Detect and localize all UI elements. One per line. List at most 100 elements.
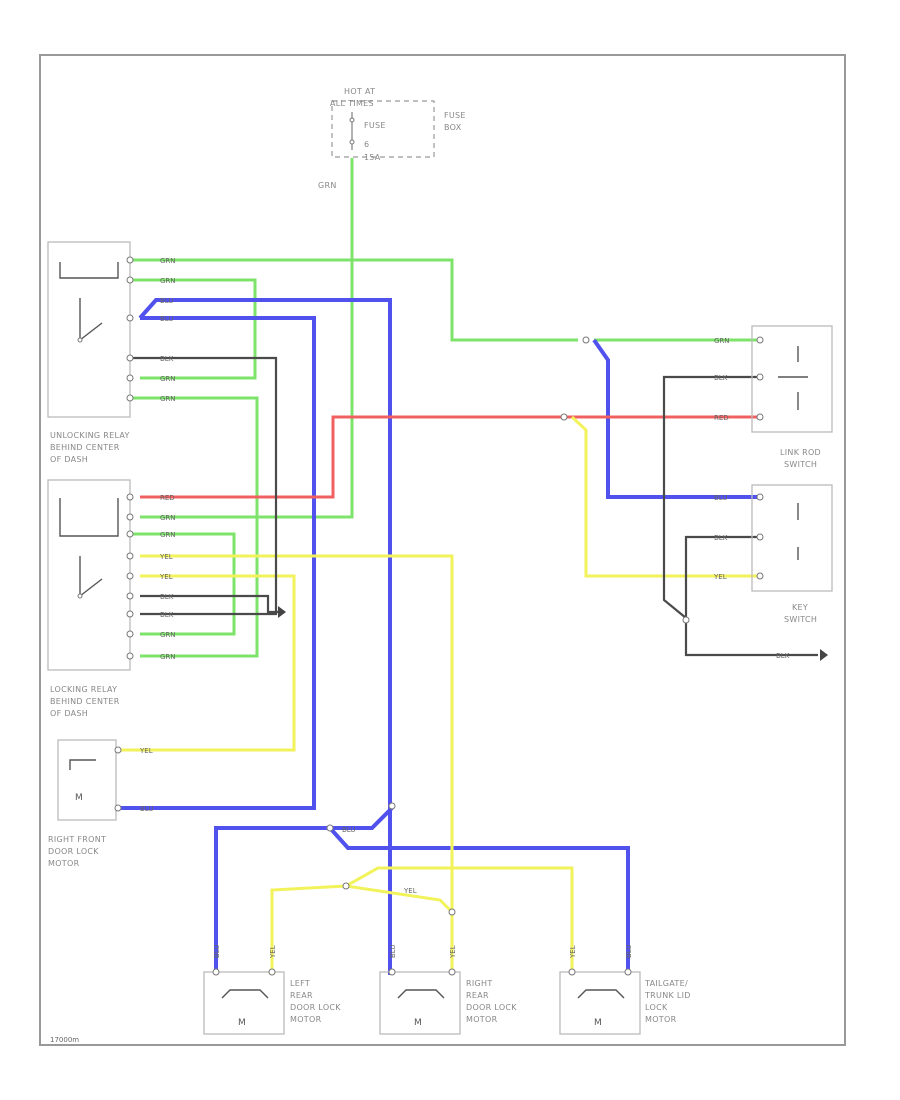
right-rear-motor-label-4: MOTOR [466,1015,498,1024]
wire-grn-lock-loop [130,532,236,636]
wire-label-blu: BLU [213,945,221,958]
unlocking-relay [47,241,134,418]
right-front-motor-symbol: M [75,793,83,803]
right-front-motor-label-3: MOTOR [48,859,80,868]
tailgate-motor-label-2: TRUNK LID [644,991,691,1000]
wire-blk-key-switch [684,535,818,657]
diagram-frame [39,54,846,1046]
wire-grn-unlock-loop-2 [130,396,259,658]
unlocking-relay-label-3: OF DASH [50,455,88,464]
left-rear-door-lock-motor [203,968,285,1035]
all-times-label: ALL TIMES [330,99,374,108]
key-switch-label-2: SWITCH [784,615,817,624]
left-rear-motor-symbol: M [238,1018,246,1028]
hot-at-label: HOT AT [344,87,375,96]
locking-relay-label-1: LOCKING RELAY [50,685,117,694]
wire-yel-lock-relay-1 [140,554,454,975]
wire-label-yel: YEL [159,573,173,581]
left-rear-motor-label-1: LEFT [290,979,310,988]
wire-label-grn: GRN [160,653,176,661]
unlocking-relay-label-1: UNLOCKING RELAY [50,431,130,440]
right-front-motor-label-2: DOOR LOCK [48,847,99,856]
left-rear-motor-label-2: REAR [290,991,313,1000]
key-switch-label-1: KEY [792,603,808,612]
wire-label-blu: BLU [160,315,173,323]
right-rear-motor-label-3: DOOR LOCK [466,1003,517,1012]
connector-markers [326,336,690,916]
left-rear-motor-label-3: DOOR LOCK [290,1003,341,1012]
tailgate-motor-label-4: MOTOR [645,1015,677,1024]
wire-blu-unlock-main [138,298,392,975]
wire-label-red: RED [714,414,729,422]
wire-label-grn: GRN [160,531,176,539]
locking-relay-label-3: OF DASH [50,709,88,718]
tailgate-motor-label-3: LOCK [645,1003,668,1012]
wire-label-yel: YEL [159,553,173,561]
unlocking-relay-label-2: BEHIND CENTER [50,443,120,452]
wire-grn-fuse-feed [140,158,354,519]
right-front-motor-label-1: RIGHT FRONT [48,835,106,844]
wire-blk-lock-ground [140,594,278,614]
wire-label-yel: YEL [713,573,727,581]
wire-label-blk: BLK [160,611,174,619]
wire-yel-lock-relay-2 [118,574,296,752]
right-rear-motor-label-2: REAR [466,991,489,1000]
wire-blk-unlock-relay [130,356,278,616]
key-switch [751,484,833,592]
right-front-door-lock-motor [57,739,122,821]
wire-label-red: RED [160,494,175,502]
fuse-number: 6 [364,140,369,149]
ground-symbol-key-switch [820,649,828,661]
wire-label-blu: BLU [714,494,727,502]
tailgate-motor-symbol: M [594,1018,602,1028]
wire-label-blk: BLK [714,374,728,382]
wire-label-yel: YEL [139,747,153,755]
wire-blu-unlock-2 [118,316,316,810]
wire-yel-key-switch [570,415,757,578]
wire-label-yel: YEL [569,945,577,959]
left-rear-motor-label-4: MOTOR [290,1015,322,1024]
wire-label-blk: BLK [160,593,174,601]
wire-label-blu: BLU [625,945,633,958]
tailgate-trunk-lid-lock-motor [559,968,641,1035]
wire-yel-rear-branch [345,884,454,914]
wire-blu-left-rear [214,826,330,975]
wire-blk-switch-loop [662,375,757,619]
figure-number: 17000m [50,1036,79,1044]
wire-label-blk: BLK [714,534,728,542]
wire-red-lock-relay [140,415,757,499]
wire-label-blu: BLU [140,805,153,813]
link-rod-switch [751,325,833,433]
grn-vertical-label: GRN [318,181,337,190]
wire-label-blk: BLK [776,652,790,660]
wire-label-grn: GRN [160,631,176,639]
ground-symbol-lock-relay [278,606,286,618]
locking-relay [47,479,134,671]
wire-label-grn: GRN [160,375,176,383]
wire-label-blk: BLK [160,355,174,363]
fuse-box-label-2: BOX [444,123,462,132]
wire-label-blu: BLU [160,297,173,305]
right-rear-motor-label-1: RIGHT [466,979,493,988]
link-rod-switch-label-1: LINK ROD [780,448,821,457]
locking-relay-label-2: BEHIND CENTER [50,697,120,706]
wire-label-grn: GRN [160,514,176,522]
right-rear-motor-symbol: M [414,1018,422,1028]
wire-label-yel: YEL [449,945,457,959]
wire-label-yel: YEL [269,945,277,959]
fuse-amp: 15A [364,153,381,162]
fuse-label: FUSE [364,121,386,130]
wire-grn-unlock-loop-1 [130,278,257,380]
wire-label-grn: GRN [160,257,176,265]
wire-label-blu: BLU [389,945,397,958]
tailgate-motor-label-1: TAILGATE/ [644,979,688,988]
fuse-box: HOT AT ALL TIMES FUSE 6 15A FUSE BOX [330,87,465,162]
wire-blu-linkrod [592,338,757,499]
wire-blu-splice [330,806,394,830]
right-rear-door-lock-motor [379,968,461,1035]
wire-label-blu: BLU [342,826,355,834]
wire-label-grn: GRN [160,395,176,403]
wire-label-grn: GRN [160,277,176,285]
wire-label-yel: YEL [403,887,417,895]
